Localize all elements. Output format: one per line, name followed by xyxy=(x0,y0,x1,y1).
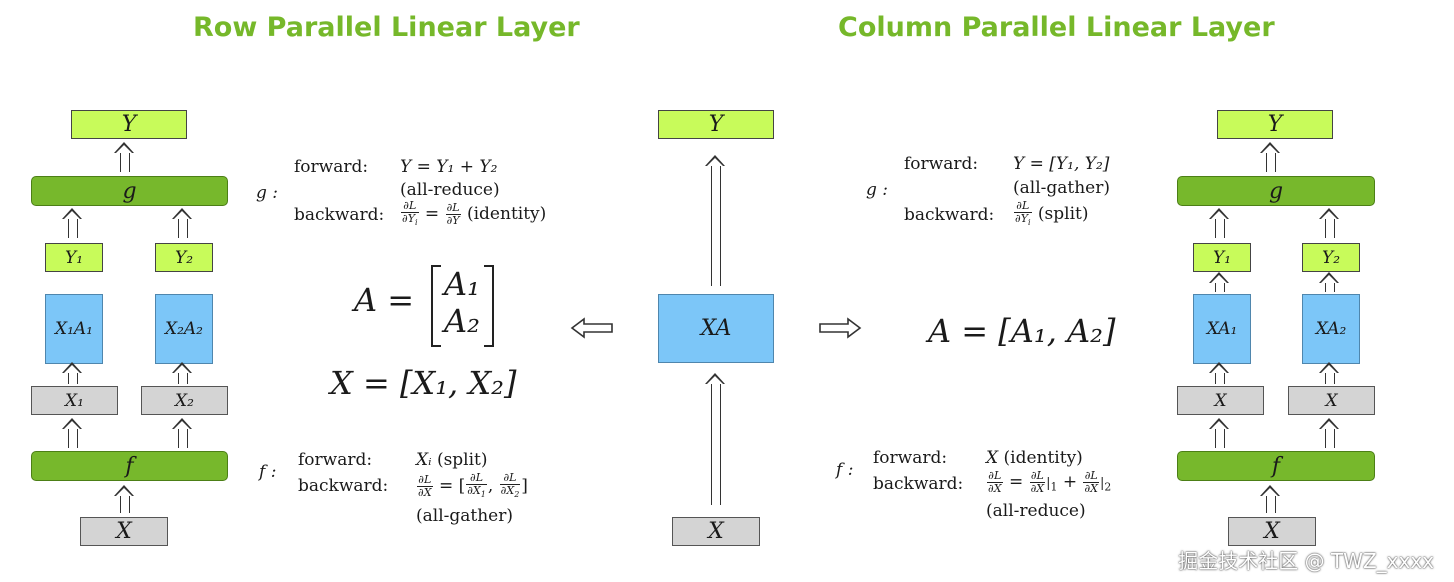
row-arrow-x1-to-block xyxy=(62,362,82,384)
col-arrow-x2-to-block xyxy=(1319,362,1339,384)
row-a2: A₂ xyxy=(444,302,480,340)
row-x2a2-block: X₂A₂ xyxy=(155,294,213,364)
row-x2-box: X₂ xyxy=(141,386,228,415)
col-g-backward-eq: ∂L∂Yi (split) xyxy=(1014,199,1089,228)
row-arrow-y2-to-g xyxy=(172,208,192,238)
row-f-label: f : xyxy=(259,462,277,482)
col-x2-box: X xyxy=(1288,386,1375,415)
right-hollow-arrow-icon xyxy=(819,317,862,339)
row-output-y-box: Y xyxy=(71,110,187,139)
col-a-eq: A = [A₁, A₂] xyxy=(928,312,1116,350)
col-arrow-x1-to-block xyxy=(1209,362,1229,384)
col-arrow-y2-to-g xyxy=(1319,208,1339,238)
row-f-forward: Xᵢ (split) xyxy=(416,450,488,470)
row-arrow-x-to-f xyxy=(114,485,134,513)
row-y2-box: Y₂ xyxy=(155,243,213,272)
row-f-box: f xyxy=(31,451,228,481)
center-output-y-box: Y xyxy=(658,110,774,139)
row-f-forward-label: forward: xyxy=(298,450,373,470)
row-a-eq-lhs: A = xyxy=(354,281,415,319)
row-a-bracket-left xyxy=(431,265,441,347)
col-arrow-block2-to-y2 xyxy=(1319,272,1339,292)
col-y1-box: Y₁ xyxy=(1193,243,1251,272)
row-g-backward-note: (identity) xyxy=(466,204,547,225)
row-g-forward-label: forward: xyxy=(294,157,369,177)
row-f-backward-note: (all-gather) xyxy=(416,506,514,526)
col-g-label: g : xyxy=(866,180,889,200)
row-a1: A₁ xyxy=(444,265,480,303)
col-g-forward-eq: Y = [Y₁, Y₂] xyxy=(1013,154,1110,174)
col-arrow-f-to-x1 xyxy=(1209,418,1229,448)
col-xa2-block: XA₂ xyxy=(1302,294,1360,364)
row-parallel-title: Row Parallel Linear Layer xyxy=(193,12,580,43)
col-arrow-x-to-f xyxy=(1260,485,1280,513)
row-arrow-f-to-x2 xyxy=(172,418,192,448)
col-output-y-box: Y xyxy=(1217,110,1333,139)
col-input-x-box: X xyxy=(1228,517,1316,546)
col-arrow-y1-to-g xyxy=(1209,208,1229,238)
center-xa-block: XA xyxy=(658,294,774,363)
col-xa1-block: XA₁ xyxy=(1193,294,1251,364)
col-f-backward-label: backward: xyxy=(873,474,964,494)
row-g-forward-note: (all-reduce) xyxy=(400,180,500,200)
row-arrow-y1-to-g xyxy=(62,208,82,238)
center-arrow-x-to-xa xyxy=(705,373,725,505)
row-g-label: g : xyxy=(256,183,279,203)
col-f-label: f : xyxy=(836,460,854,480)
col-f-forward: X (identity) xyxy=(986,448,1083,468)
row-arrow-x2-to-block xyxy=(172,362,192,384)
row-x1a1-block: X₁A₁ xyxy=(45,294,103,364)
row-y1-box: Y₁ xyxy=(45,243,103,272)
col-f-forward-label: forward: xyxy=(873,448,948,468)
col-arrow-block1-to-y1 xyxy=(1209,272,1229,292)
col-x1-box: X xyxy=(1177,386,1264,415)
row-input-x-box: X xyxy=(80,517,168,546)
row-g-backward-eq: ∂L∂Yi = ∂L∂Y (identity) xyxy=(401,199,547,228)
col-f-backward-eq: ∂L∂X = ∂L∂X|1 + ∂L∂X|2 xyxy=(987,469,1112,495)
row-g-box: g xyxy=(31,176,228,206)
row-arrow-f-to-x1 xyxy=(62,418,82,448)
left-hollow-arrow-icon xyxy=(570,317,613,339)
row-x-eq: X = [X₁, X₂] xyxy=(330,364,517,402)
col-arrow-f-to-x2 xyxy=(1319,418,1339,448)
center-input-x-box: X xyxy=(672,517,760,546)
col-g-backward-note: (split) xyxy=(1037,204,1089,225)
col-g-forward-note: (all-gather) xyxy=(1013,178,1111,198)
col-g-box: g xyxy=(1177,176,1375,206)
watermark-text: 掘金技术社区 @ TWZ_xxxx xyxy=(1178,549,1434,573)
col-f-backward-note: (all-reduce) xyxy=(986,501,1086,521)
column-parallel-title: Column Parallel Linear Layer xyxy=(838,12,1275,43)
row-g-backward-label: backward: xyxy=(294,205,385,225)
row-f-backward-eq: ∂L∂X = [∂L∂X1, ∂L∂X2] xyxy=(417,471,528,500)
row-arrow-g-to-y xyxy=(114,142,134,172)
col-g-backward-label: backward: xyxy=(904,205,995,225)
col-arrow-g-to-y xyxy=(1260,142,1280,172)
col-g-forward-label: forward: xyxy=(904,154,979,174)
row-f-backward-label: backward: xyxy=(298,476,389,496)
center-arrow-xa-to-y xyxy=(705,155,725,286)
row-g-forward-eq: Y = Y₁ + Y₂ xyxy=(400,157,498,177)
col-f-box: f xyxy=(1177,451,1375,481)
row-a-bracket-right xyxy=(484,265,494,347)
col-y2-box: Y₂ xyxy=(1302,243,1360,272)
row-x1-box: X₁ xyxy=(31,386,118,415)
